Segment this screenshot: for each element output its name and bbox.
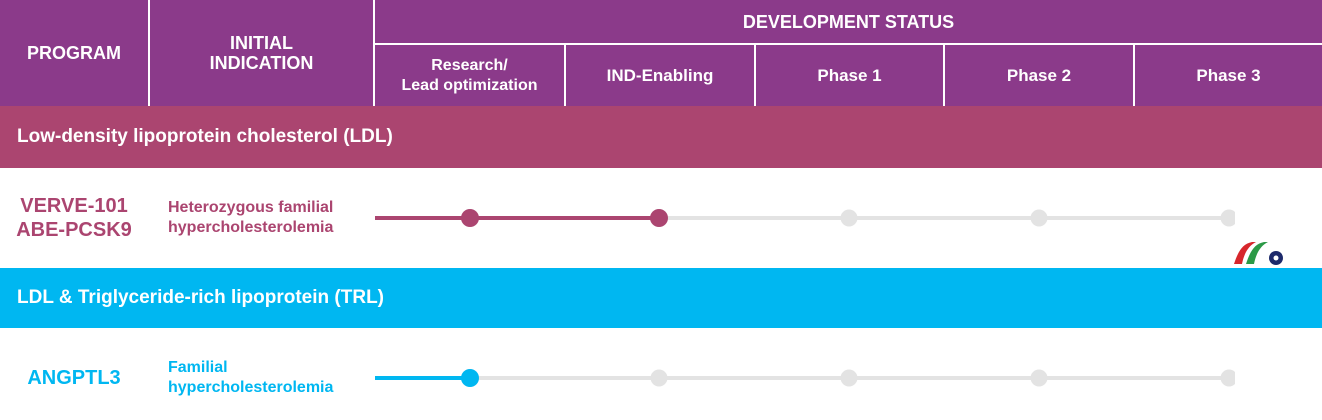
section-title: LDL & Triglyceride-rich lipoprotein (TRL… — [17, 287, 385, 308]
indication-verve-101: Heterozygous familial hypercholesterolem… — [168, 198, 333, 238]
stage-label: IND-Enabling — [606, 65, 714, 85]
header-divider — [375, 43, 1322, 45]
indication-line2: hypercholesterolemia — [168, 219, 334, 236]
header-divider — [1133, 45, 1135, 106]
indication-header-line1: INITIAL — [230, 33, 293, 53]
indication-line1: Heterozygous familial — [168, 199, 334, 216]
stage-dot — [1220, 369, 1235, 387]
stage-header-phase-2: Phase 2 — [945, 45, 1133, 106]
stage-label: Lead optimization — [401, 76, 538, 94]
stage-label: Phase 2 — [1006, 65, 1072, 85]
program-name-line1: VERVE-101 — [20, 195, 128, 217]
stage-dot — [461, 209, 479, 227]
development-status-header: DEVELOPMENT STATUS — [375, 0, 1322, 44]
stage-header-phase-1: Phase 1 — [756, 45, 943, 106]
stage-label: Research/ — [431, 56, 508, 74]
indication-column-header: INITIAL INDICATION — [150, 0, 373, 106]
header-divider — [754, 45, 756, 106]
indication-line1: Familial — [168, 359, 228, 376]
program-name-line1: ANGPTL3 — [27, 367, 121, 389]
stage-dot — [650, 369, 668, 387]
stage-dot — [840, 209, 858, 227]
watermark-logo-icon — [1234, 242, 1283, 265]
stage-dot — [461, 369, 479, 387]
stage-label: Phase 3 — [1196, 65, 1261, 85]
stage-header-phase-3: Phase 3 — [1135, 45, 1322, 106]
section-band-ldl: Low-density lipoprotein cholesterol (LDL… — [0, 106, 1322, 168]
indication-line2: hypercholesterolemia — [168, 379, 334, 396]
indication-header-line2: INDICATION — [209, 53, 314, 73]
program-column-header: PROGRAM — [0, 0, 148, 106]
header-divider — [373, 0, 375, 106]
section-title: Low-density lipoprotein cholesterol (LDL… — [17, 126, 393, 147]
program-header-label: PROGRAM — [27, 43, 121, 63]
header-divider — [148, 0, 150, 106]
pipeline-header: PROGRAM INITIAL INDICATION DEVELOPMENT S… — [0, 0, 1322, 106]
program-name-line2: ABE-PCSK9 — [16, 219, 132, 241]
progress-track-angptl3 — [375, 369, 1235, 387]
section-band-trl: LDL & Triglyceride-rich lipoprotein (TRL… — [0, 268, 1322, 328]
stage-dot — [840, 369, 858, 387]
header-divider — [564, 45, 566, 106]
stage-header-ind-enabling: IND-Enabling — [566, 45, 754, 106]
stage-dot — [1030, 209, 1048, 227]
stage-label: Phase 1 — [817, 65, 882, 85]
stage-dot — [650, 209, 668, 227]
indication-angptl3: Familial hypercholesterolemia — [168, 358, 333, 398]
header-divider — [943, 45, 945, 106]
development-status-label: DEVELOPMENT STATUS — [742, 12, 955, 32]
stage-dot — [1220, 209, 1235, 227]
stage-dot — [1030, 369, 1048, 387]
progress-track-verve-101 — [375, 209, 1235, 227]
program-name-verve-101: VERVE-101 ABE-PCSK9 — [0, 194, 148, 242]
stage-header-research: Research/ Lead optimization — [375, 45, 564, 106]
program-name-angptl3: ANGPTL3 — [0, 366, 148, 390]
